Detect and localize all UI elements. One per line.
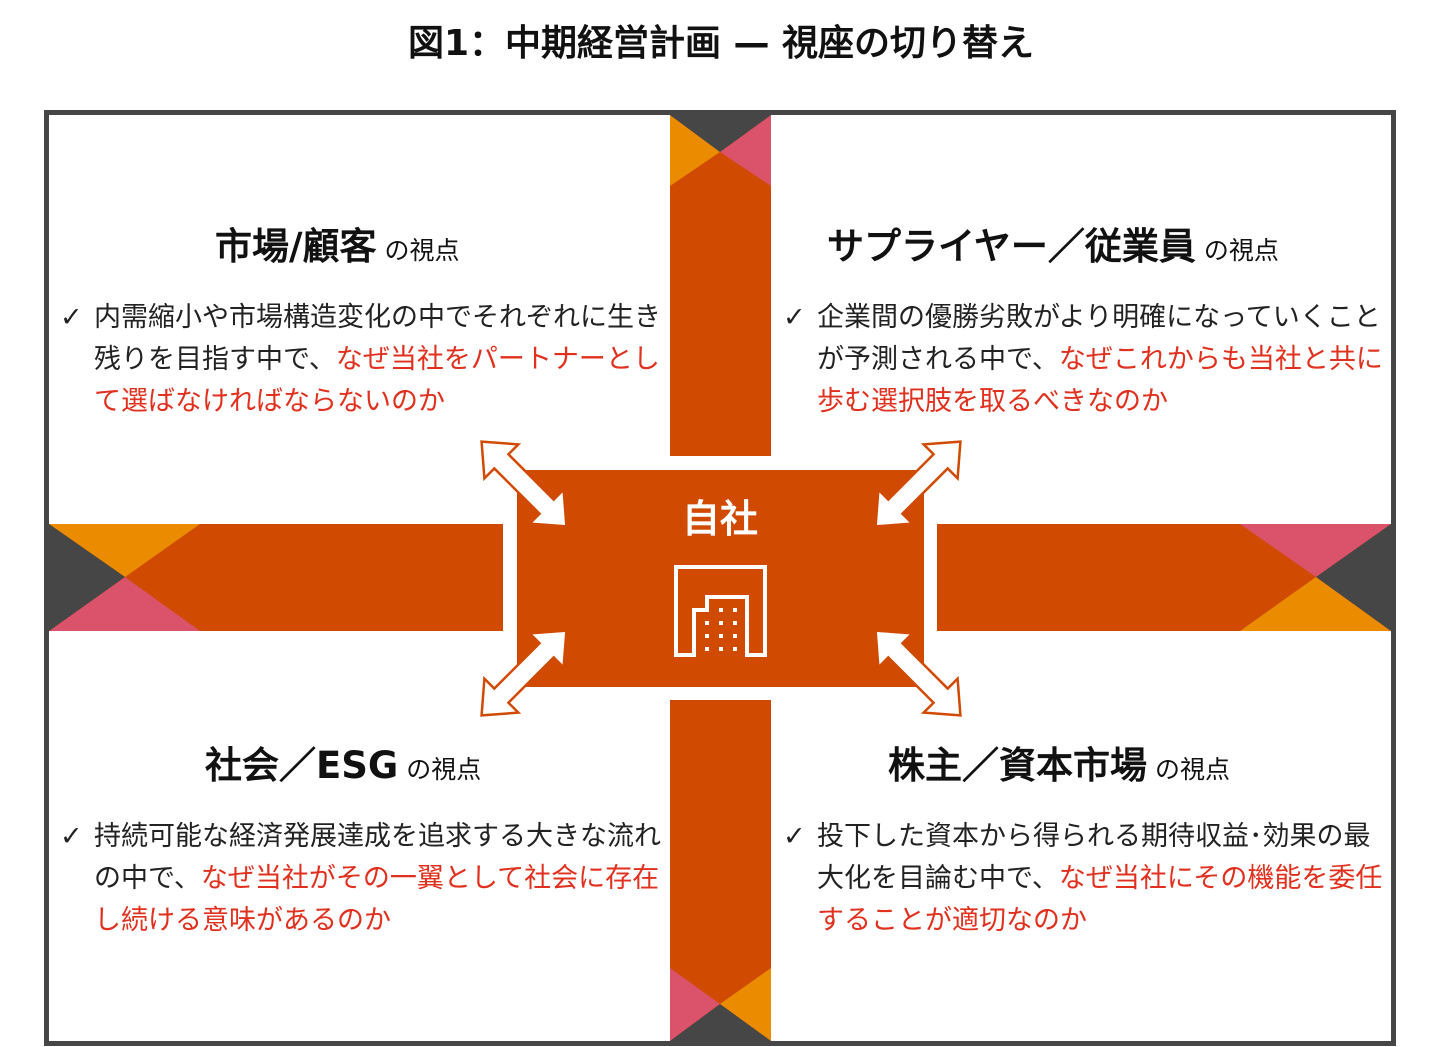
- heading-suffix: の視点: [406, 755, 482, 784]
- double-arrow-icon: [480, 440, 568, 528]
- triangle-accent: [49, 524, 125, 631]
- heading-suffix: の視点: [1155, 755, 1231, 784]
- heading-text: 社会／ESG: [205, 744, 399, 787]
- quadrant-text-supplier: ✓ 企業間の優勝劣敗がより明確になっていくことが予測される中で、なぜこれからも当社…: [783, 297, 1385, 423]
- diagram-frame: [44, 110, 1396, 1046]
- quadrant-heading-shareholder: 株主／資本市場の視点: [888, 735, 1230, 789]
- highlight-text: なぜ当社をパートナーとして選ばなければならないのか: [94, 344, 660, 417]
- triangle-accent: [720, 115, 771, 186]
- quadrant-text-society: ✓ 持続可能な経済発展達成を追求する大きな流れの中で、なぜ当社がその一翼として社会…: [60, 816, 662, 942]
- heading-suffix: の視点: [1203, 236, 1279, 265]
- window-dot: [705, 634, 709, 638]
- window-dot: [719, 595, 723, 599]
- window-dot: [733, 608, 737, 612]
- quadrant-heading-market: 市場/顧客の視点: [215, 216, 460, 270]
- figure-title: 図1：中期経営計画 — 視座の切り替え: [407, 23, 1035, 64]
- window-dot: [733, 634, 737, 638]
- triangle-accent: [1240, 577, 1391, 631]
- heading-text: 市場/顧客: [215, 225, 377, 268]
- quadrant-text-market: ✓ 内需縮小や市場構造変化の中でそれぞれに生き残りを目指す中で、なぜ当社をパートナ…: [60, 297, 662, 423]
- triangle-accent: [670, 115, 771, 152]
- building-icon: [674, 565, 767, 657]
- window-dot: [719, 608, 723, 612]
- check-icon: ✓: [783, 302, 806, 333]
- quadrant-text-shareholder: ✓ 投下した資本から得られる期待収益･効果の最大化を目論む中で、なぜ当社にその機能…: [783, 816, 1385, 942]
- highlight-text: なぜ当社がその一翼として社会に存在し続ける意味があるのか: [94, 863, 660, 936]
- double-arrow-icon: [480, 629, 568, 717]
- center-label: 自社: [681, 497, 758, 541]
- check-icon: ✓: [60, 821, 83, 852]
- check-icon: ✓: [783, 821, 806, 852]
- triangle-accent: [670, 968, 720, 1041]
- double-arrow-icon: [874, 629, 962, 717]
- triangle-accent: [670, 1004, 771, 1041]
- body-text: 投下した資本から得られる期待収益･効果の最大化を目論む中で、: [817, 821, 1371, 894]
- window-dot: [719, 634, 723, 638]
- heading-suffix: の視点: [384, 236, 460, 265]
- heading-text: サプライヤー／従業員: [827, 225, 1196, 268]
- highlight-text: なぜこれからも当社と共に歩む選択肢を取るべきなのか: [817, 344, 1383, 417]
- heading-text: 株主／資本市場: [888, 744, 1147, 787]
- triangle-accent: [670, 115, 720, 186]
- window-dot: [719, 621, 723, 625]
- window-dot: [705, 647, 709, 651]
- highlight-text: なぜ当社にその機能を委任することが適切なのか: [817, 863, 1383, 936]
- window-dot: [719, 647, 723, 651]
- window-dot: [733, 621, 737, 625]
- quadrant-heading-supplier: サプライヤー／従業員の視点: [827, 216, 1279, 270]
- triangle-accent: [49, 524, 200, 577]
- body-text: 持続可能な経済発展達成を追求する大きな流れの中で、: [94, 821, 661, 894]
- double-arrow-icon: [874, 440, 962, 528]
- triangle-accent: [1316, 524, 1391, 631]
- triangle-accent: [1240, 524, 1391, 577]
- window-dot: [733, 647, 737, 651]
- body-text: 内需縮小や市場構造変化の中でそれぞれに生き残りを目指す中で、: [94, 302, 661, 375]
- window-dot: [705, 621, 709, 625]
- window-dot: [733, 595, 737, 599]
- triangle-accent: [720, 968, 771, 1041]
- triangle-accent: [49, 577, 200, 631]
- body-text: 企業間の優勝劣敗がより明確になっていくことが予測される中で、: [817, 302, 1381, 375]
- check-icon: ✓: [60, 302, 83, 333]
